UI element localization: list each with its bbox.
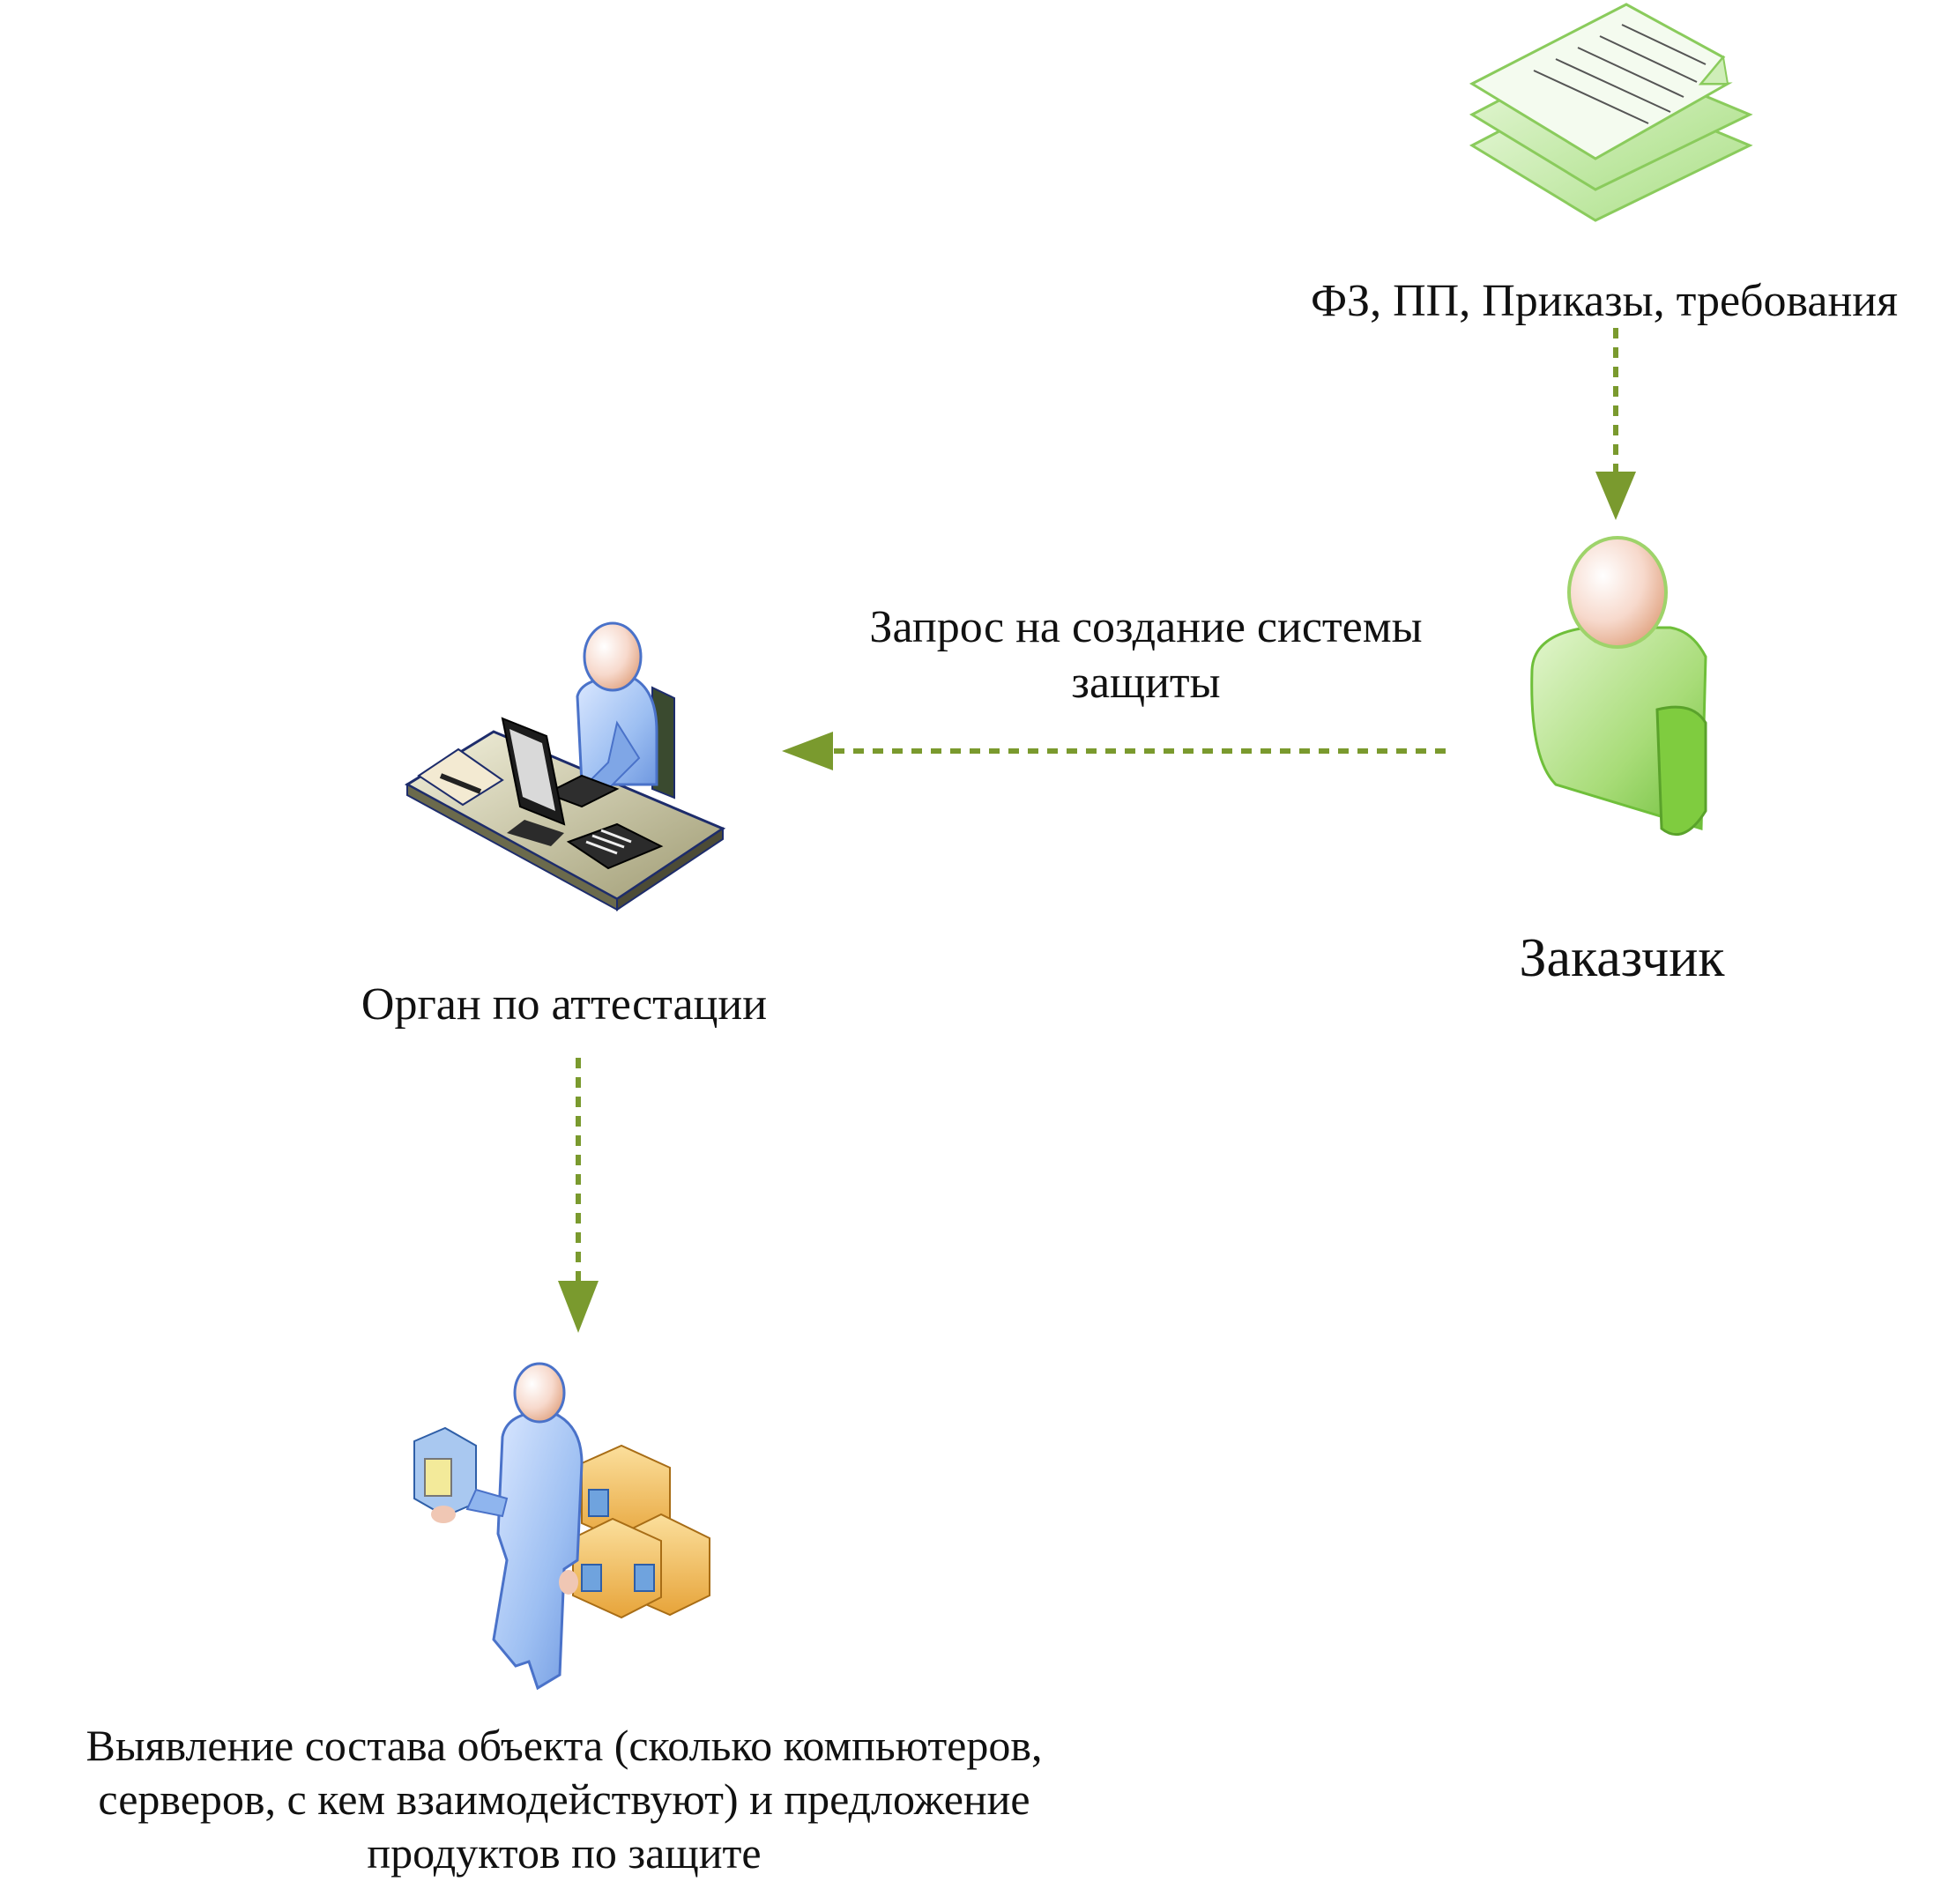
arrow-certification-body-to-survey [558,1058,599,1333]
object-survey-label: Выявление состава объекта (сколько компь… [86,1721,1043,1878]
customer-label: Заказчик [1519,928,1725,988]
person-with-boxes-icon [413,1362,710,1691]
arrow-docs-to-customer [1595,328,1636,520]
request-edge-label: Запрос на создание системы защиты [869,602,1423,709]
person-at-desk-icon [405,621,726,911]
arrow-customer-to-certification-body [782,732,1446,770]
user-green-icon [1530,536,1707,837]
documents-label: ФЗ, ПП, Приказы, требования [1310,276,1899,326]
certification-body-label: Орган по аттестации [361,979,768,1030]
document-stack-icon [1469,3,1753,222]
